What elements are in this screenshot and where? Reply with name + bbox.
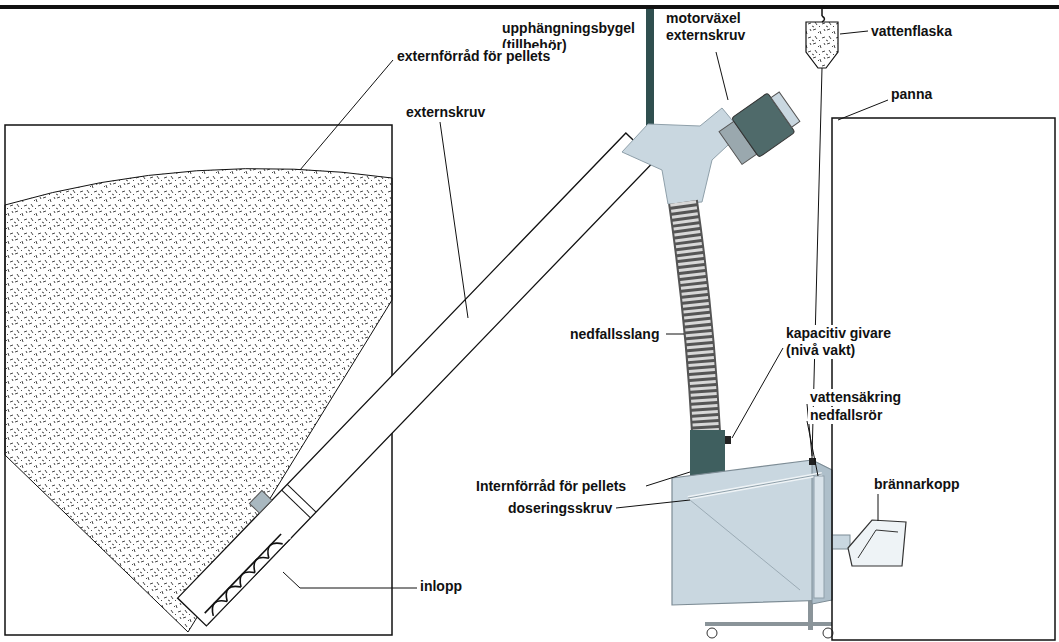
- dosing-unit: [812, 460, 832, 604]
- dosing-unit: [672, 460, 832, 605]
- dosing-unit: [690, 500, 800, 590]
- burner-cup: [858, 530, 898, 558]
- part-label: vattensäkring: [808, 389, 903, 406]
- burner-cup: [832, 535, 850, 549]
- external-screw: [249, 490, 272, 513]
- drop-hose: [683, 202, 706, 432]
- junction: [622, 108, 742, 204]
- dosing-unit: [688, 474, 822, 498]
- part-label: inlopp: [418, 578, 464, 595]
- internal-storage: [725, 436, 731, 444]
- external-screw: [178, 133, 655, 626]
- leader-line: [878, 494, 879, 521]
- dosing-unit: [672, 458, 832, 605]
- part-label: externskruv: [404, 104, 487, 121]
- leader-line: [440, 122, 468, 318]
- external-screw: [235, 567, 255, 587]
- external-screw: [205, 534, 287, 619]
- part-label: brännarkopp: [872, 476, 962, 493]
- external-screw: [208, 539, 290, 624]
- burner-cup: [832, 520, 906, 566]
- leader-line: [283, 31, 888, 588]
- leader-line: [283, 572, 417, 588]
- gear-motor: [771, 92, 800, 127]
- dosing-unit: [688, 474, 822, 498]
- external-screw: [168, 123, 655, 626]
- external-storage: [5, 125, 392, 635]
- boiler: [832, 118, 1055, 640]
- leader-line: [807, 421, 818, 476]
- part-label: Internförråd för pellets: [474, 478, 628, 495]
- part-label: externförråd för pellets: [395, 48, 552, 65]
- part-label: doseringsskruv: [506, 500, 614, 517]
- stand: [705, 622, 832, 626]
- part-label: vattenflaska: [869, 23, 954, 40]
- part-label: motorväxel externskruv: [664, 10, 764, 44]
- external-storage: [5, 125, 392, 635]
- leader-line: [716, 52, 728, 100]
- dosing-unit: [814, 476, 824, 598]
- water-bottle: [822, 16, 825, 22]
- ceiling-bar: [0, 5, 1059, 9]
- part-label: nedfallsslang: [568, 326, 661, 343]
- leader-line: [732, 348, 783, 438]
- external-screw: [205, 534, 281, 613]
- external-screw: [249, 553, 269, 573]
- burner-cup: [848, 520, 906, 566]
- external-screw: [191, 521, 292, 624]
- leader-line: [840, 31, 868, 34]
- external-screw: [287, 484, 316, 512]
- junction: [622, 108, 742, 204]
- gear-motor: [717, 87, 804, 168]
- drop-hose: [683, 202, 706, 432]
- drop-hose: [683, 202, 706, 432]
- external-screw: [221, 581, 241, 601]
- leader-line: [838, 100, 888, 120]
- leader-line: [300, 60, 393, 170]
- leader-line: [616, 500, 690, 508]
- water-bottle: [821, 9, 823, 16]
- external-screw: [263, 538, 283, 558]
- part-label: nedfallsrör: [808, 407, 884, 424]
- leader-line: [666, 334, 684, 335]
- external-storage: [5, 169, 392, 632]
- part-label: panna: [889, 86, 934, 103]
- ceiling-bar: [0, 5, 1059, 9]
- boiler: [832, 118, 1055, 640]
- stand: [707, 628, 717, 638]
- water-bottle: [806, 22, 838, 68]
- external-screw: [208, 596, 228, 616]
- part-label: kapacitiv givare (nivå vakt): [784, 325, 924, 359]
- leader-line: [646, 472, 690, 486]
- internal-storage: [690, 430, 725, 478]
- external-screw: [282, 490, 311, 518]
